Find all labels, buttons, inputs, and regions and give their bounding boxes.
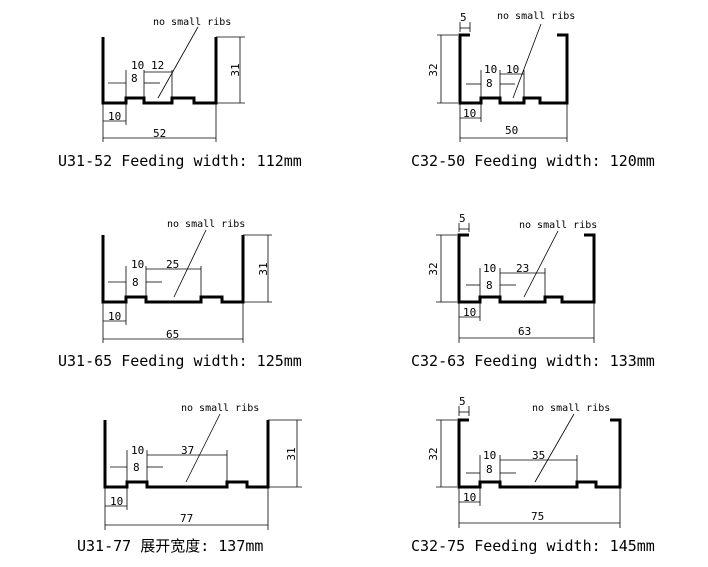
c32-75-a-label: 10 — [483, 449, 496, 462]
c32-75-c-label: 35 — [532, 449, 545, 462]
caption-u31-52: U31-52 Feeding width: 112mm — [58, 152, 302, 170]
u31-77-a-label: 10 — [131, 444, 144, 457]
u31-77-section — [103, 420, 270, 489]
caption-c32-63: C32-63 Feeding width: 133mm — [411, 352, 655, 370]
caption-u31-65: U31-65 Feeding width: 125mm — [58, 352, 302, 370]
c32-63-width-label: 63 — [518, 325, 531, 338]
caption-c32-50: C32-50 Feeding width: 120mm — [411, 152, 655, 170]
c32-50-b-label: 8 — [486, 77, 493, 90]
u31-77-note: no small ribs — [181, 403, 259, 414]
u31-77-c-label: 37 — [181, 444, 194, 457]
c32-63-a-label: 10 — [483, 262, 496, 275]
u31-52-b-label: 8 — [131, 72, 138, 85]
u31-65-a-label: 10 — [131, 258, 144, 271]
u31-77-b-label: 8 — [133, 461, 140, 474]
c32-63-flange-label: 10 — [463, 306, 476, 319]
u31-52-c-label: 12 — [151, 59, 164, 72]
c32-75-note: no small ribs — [532, 403, 610, 414]
c32-75-height-label: 32 — [427, 447, 440, 460]
c32-75-b-label: 8 — [486, 463, 493, 476]
u31-52-width-label: 52 — [153, 127, 166, 140]
u31-65-flange-label: 10 — [108, 310, 121, 323]
c32-75-flange-label: 10 — [463, 491, 476, 504]
c32-50-lip-label: 5 — [460, 11, 467, 24]
profile-c32-75: 5 32 10 8 35 10 75 no small ribs — [427, 395, 622, 528]
u31-65-width-label: 65 — [166, 328, 179, 341]
u31-52-note: no small ribs — [153, 17, 231, 28]
u31-52-section — [101, 37, 218, 105]
c32-63-c-label: 23 — [516, 262, 529, 275]
c32-63-b-label: 8 — [486, 279, 493, 292]
u31-65-b-label: 8 — [132, 276, 139, 289]
u31-65-note: no small ribs — [167, 219, 245, 230]
c32-50-note: no small ribs — [497, 11, 575, 22]
profile-c32-50: 5 32 10 8 10 10 50 no small ribs — [427, 11, 575, 142]
c32-75-section — [457, 418, 622, 489]
u31-52-a-label: 10 — [131, 59, 144, 72]
c32-75-width-label: 75 — [531, 510, 544, 523]
c32-63-note: no small ribs — [519, 220, 597, 231]
u31-65-c-label: 25 — [166, 258, 179, 271]
c32-50-width-label: 50 — [505, 124, 518, 137]
c32-63-lip-label: 5 — [459, 212, 466, 225]
profile-c32-63: 5 32 10 8 23 10 63 no small ribs — [427, 212, 597, 343]
caption-c32-75: C32-75 Feeding width: 145mm — [411, 537, 655, 555]
c32-50-a-label: 10 — [484, 63, 497, 76]
c32-50-height-label: 32 — [427, 63, 440, 76]
c32-75-lip-label: 5 — [459, 395, 466, 408]
u31-65-section — [101, 235, 245, 304]
u31-77-width-label: 77 — [180, 512, 193, 525]
caption-u31-77: U31-77 展开宽度: 137mm — [77, 537, 263, 555]
c32-63-height-label: 32 — [427, 262, 440, 275]
c32-50-flange-label: 10 — [463, 107, 476, 120]
u31-52-flange-label: 10 — [108, 110, 121, 123]
c32-50-c-label: 10 — [506, 63, 519, 76]
u31-52-height-label: 31 — [229, 63, 242, 76]
c32-50-section — [458, 33, 569, 105]
c32-63-section — [457, 233, 596, 304]
u31-77-height-label: 31 — [285, 447, 298, 460]
profile-u31-65: 31 10 8 25 10 65 no small ribs — [101, 219, 272, 343]
u31-77-flange-label: 10 — [110, 495, 123, 508]
profile-u31-52: 31 10 8 12 10 52 no small ribs — [101, 17, 245, 142]
u31-65-height-label: 31 — [257, 262, 270, 275]
profile-u31-77: 31 10 8 37 10 77 no small ribs — [103, 403, 302, 530]
